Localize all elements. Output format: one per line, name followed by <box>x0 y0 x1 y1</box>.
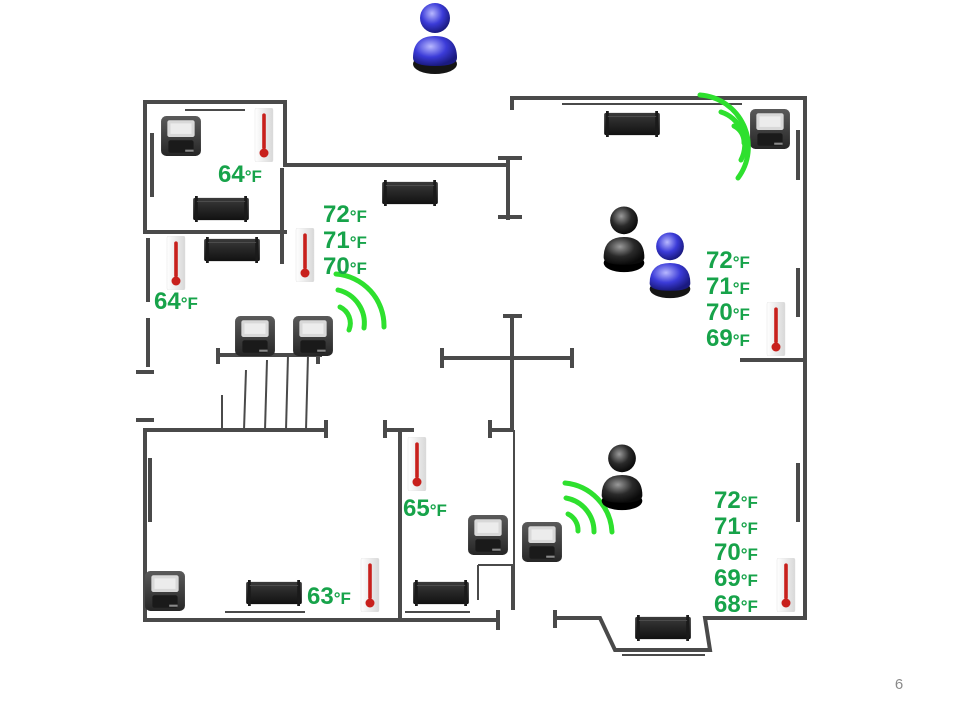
temperature-reading: 71°F <box>706 273 750 300</box>
temperature-reading: 64°F <box>154 288 198 315</box>
thermostat-icon <box>145 571 185 611</box>
thermometer-icon <box>295 228 315 282</box>
temperature-reading: 70°F <box>706 299 750 326</box>
page-number: 6 <box>894 676 904 693</box>
temperature-reading: 72°F <box>323 201 367 228</box>
radiator-icon <box>245 580 303 606</box>
thermometer-icon <box>407 437 427 491</box>
wifi-signal-icon <box>333 271 387 333</box>
temperature-reading: 69°F <box>706 325 750 352</box>
thermometer-icon <box>766 302 786 356</box>
radiator-icon <box>192 196 250 222</box>
temperature-reading: 70°F <box>323 253 367 280</box>
wifi-signal-icon <box>562 480 615 535</box>
person-icon <box>601 444 643 511</box>
person-icon <box>603 206 645 273</box>
temperature-reading: 72°F <box>706 247 750 274</box>
thermostat-icon <box>235 316 275 356</box>
thermometer-icon <box>254 108 274 162</box>
temperature-labels: 64°F72°F71°F70°F64°F72°F71°F70°F69°F65°F… <box>154 161 758 618</box>
radiator-icon <box>634 615 692 641</box>
temperature-reading: 69°F <box>714 565 758 592</box>
wifi-signals <box>333 92 751 535</box>
thermostat-icon <box>468 515 508 555</box>
temperature-reading: 70°F <box>714 539 758 566</box>
radiator-icon <box>381 180 439 206</box>
wifi-signal-icon <box>697 92 751 181</box>
thermostat-icon <box>293 316 333 356</box>
thermostat-icon <box>161 116 201 156</box>
radiator-icon <box>603 111 661 137</box>
radiator-icon <box>412 580 470 606</box>
people <box>413 3 691 511</box>
thermometer-icon <box>166 236 186 290</box>
temperature-reading: 65°F <box>403 495 447 522</box>
person-icon <box>413 3 457 74</box>
thermometer-icon <box>360 558 380 612</box>
thermostat-icon <box>522 522 562 562</box>
temperature-reading: 71°F <box>323 227 367 254</box>
temperature-reading: 68°F <box>714 591 758 618</box>
thermostat-icon <box>750 109 790 149</box>
temperature-reading: 63°F <box>307 583 351 610</box>
temperature-reading: 64°F <box>218 161 262 188</box>
temperature-reading: 71°F <box>714 513 758 540</box>
radiators <box>192 111 692 641</box>
thermometer-icon <box>776 558 796 612</box>
person-icon <box>649 232 691 299</box>
radiator-icon <box>203 237 261 263</box>
temperature-reading: 72°F <box>714 487 758 514</box>
